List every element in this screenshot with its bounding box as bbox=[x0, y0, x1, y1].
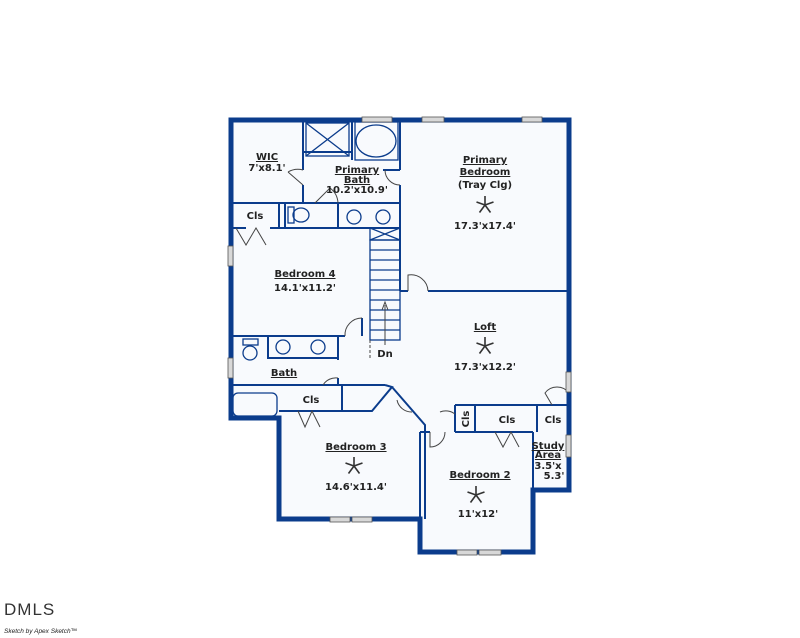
ceiling-fan-icon bbox=[345, 457, 363, 474]
stairs-label: Dn bbox=[377, 349, 392, 360]
wic-name: WIC bbox=[256, 152, 278, 163]
study-size: 5.3' bbox=[544, 471, 565, 482]
primary-bath-size: 10.2'x10.9' bbox=[326, 185, 388, 196]
bedroom3-size: 14.6'x11.4' bbox=[325, 482, 387, 493]
closet-label: Cls bbox=[303, 395, 320, 406]
closet-label: Cls bbox=[247, 211, 264, 222]
primary-bedroom-size: 17.3'x17.4' bbox=[454, 221, 516, 232]
study-name: Study bbox=[532, 441, 565, 452]
toilet bbox=[242, 345, 258, 361]
bathtub-oval bbox=[355, 124, 397, 158]
ceiling-fan-icons bbox=[345, 196, 494, 503]
fixtures bbox=[232, 121, 399, 417]
primary-bath-name: Primary bbox=[335, 165, 380, 176]
windows bbox=[227, 116, 572, 556]
shower bbox=[305, 122, 350, 157]
closet-label: Cls bbox=[461, 411, 472, 428]
mls-logo: DMLS bbox=[4, 600, 56, 619]
loft-size: 17.3'x12.2' bbox=[454, 362, 516, 373]
sink bbox=[375, 209, 391, 225]
sink bbox=[275, 339, 291, 355]
sketch-credit: Sketch by Apex Sketch™ bbox=[4, 628, 78, 635]
closet-label: Cls bbox=[545, 415, 562, 426]
primary-bath-name: Bath bbox=[344, 175, 370, 186]
staircase: Dn bbox=[369, 227, 401, 360]
bedroom3-name: Bedroom 3 bbox=[325, 442, 386, 453]
bath-name: Bath bbox=[271, 368, 297, 379]
primary-bedroom-name: Bedroom bbox=[460, 167, 511, 178]
bedroom4-size: 14.1'x11.2' bbox=[274, 283, 336, 294]
ceiling-fan-icon bbox=[476, 196, 494, 213]
bedroom2-size: 11'x12' bbox=[458, 509, 498, 520]
closet-label: Cls bbox=[499, 415, 516, 426]
sink bbox=[310, 339, 326, 355]
bathtub bbox=[232, 392, 278, 417]
loft-name: Loft bbox=[474, 322, 497, 333]
ceiling-fan-icon bbox=[467, 486, 485, 503]
study-name: Area bbox=[535, 450, 561, 461]
primary-bedroom-name: Primary bbox=[463, 155, 508, 166]
bedroom2-name: Bedroom 2 bbox=[449, 470, 510, 481]
study-size: 3.5'x bbox=[534, 461, 562, 472]
wic-size: 7'x8.1' bbox=[248, 163, 285, 174]
bedroom4-name: Bedroom 4 bbox=[274, 269, 335, 280]
primary-bedroom-note: (Tray Clg) bbox=[458, 180, 512, 191]
ceiling-fan-icon bbox=[476, 337, 494, 354]
sink bbox=[346, 209, 362, 225]
room-labels: WIC 7'x8.1' Primary Bath 10.2'x10.9' Pri… bbox=[247, 152, 565, 520]
toilet bbox=[292, 207, 310, 223]
